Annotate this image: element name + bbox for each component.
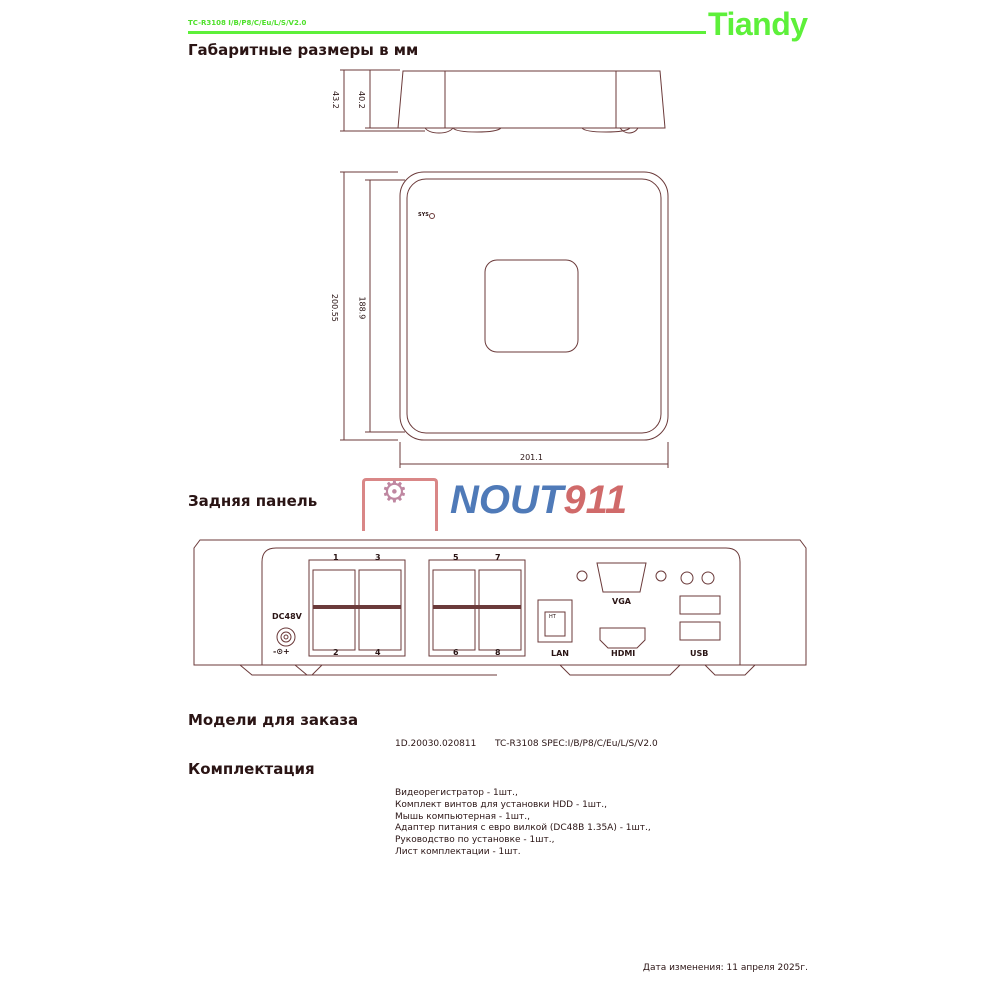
power-label: DC48V [272, 612, 302, 621]
poe-ports-1-4 [308, 559, 406, 657]
kit-title: Комплектация [188, 760, 315, 778]
lan-port [537, 599, 573, 643]
top-view [340, 171, 669, 468]
usb-port-2 [679, 621, 721, 641]
port-label-6: 6 [453, 648, 459, 657]
modified-date: Дата изменения: 11 апреля 2025г. [642, 963, 808, 973]
usb-port-1 [679, 595, 721, 615]
sys-label: SYS [418, 212, 429, 218]
dim-depth-inner: 188.9 [357, 296, 367, 320]
vga-port [596, 562, 647, 593]
kit-item: Лист комплектации - 1шт. [395, 846, 521, 857]
kit-item: Адаптер питания с евро вилкой (DC48В 1.3… [395, 823, 651, 834]
model-spec: TC-R3108 SPEC:I/B/P8/C/Eu/L/S/V2.0 [495, 739, 658, 749]
port-label-1: 1 [333, 553, 339, 562]
dim-depth-outer: 200.55 [329, 293, 339, 322]
port-label-3: 3 [375, 553, 381, 562]
lan-label: LAN [551, 649, 569, 658]
poe-ports-5-8 [428, 559, 526, 657]
dim-height-outer: 43.2 [330, 90, 340, 109]
header-rule [188, 31, 706, 34]
brand-logo: Tiandy [708, 6, 808, 42]
port-label-4: 4 [375, 648, 381, 657]
hdmi-label: HDMI [611, 649, 636, 658]
part-number: 1D.20030.020811 [395, 739, 477, 749]
kit-item: Комплект винтов для установки HDD - 1шт.… [395, 799, 607, 810]
port-label-5: 5 [453, 553, 459, 562]
dimensions-title: Габаритные размеры в мм [188, 41, 419, 59]
port-label-7: 7 [495, 553, 501, 562]
hdmi-port [599, 627, 646, 649]
polarity-label: -⊙+ [273, 647, 290, 656]
usb-label: USB [690, 649, 709, 658]
dim-height-inner: 40.2 [356, 90, 366, 109]
port-label-2: 2 [333, 648, 339, 657]
kit-item: Мышь компьютерная - 1шт., [395, 811, 530, 822]
vga-label: VGA [612, 597, 631, 606]
rear-title: Задняя панель [188, 492, 318, 510]
kit-list: Видеорегистратор - 1шт., Комплект винтов… [395, 788, 651, 859]
kit-item: Руководство по установке - 1шт., [395, 835, 555, 846]
models-title: Модели для заказа [188, 711, 359, 729]
side-view [340, 69, 666, 134]
ht-label: HT [549, 614, 556, 620]
dim-width: 201.1 [520, 453, 543, 462]
kit-item: Видеорегистратор - 1шт., [395, 788, 518, 798]
watermark-laptop-icon: ⚙ [362, 475, 438, 531]
rear-panel-drawing [193, 539, 807, 676]
port-label-8: 8 [495, 648, 501, 657]
watermark-logo: NOUT911 [450, 478, 628, 522]
doc-code: TC-R3108 I/B/P8/C/Eu/L/S/V2.0 [188, 19, 307, 27]
